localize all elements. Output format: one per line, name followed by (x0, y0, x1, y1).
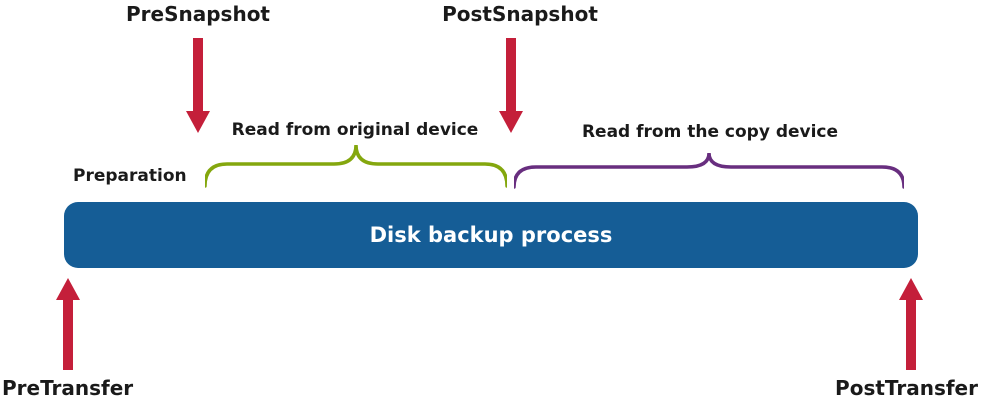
read-original-label: Read from original device (231, 120, 479, 140)
postsnapshot-down-arrow (499, 38, 523, 133)
pretransfer-label: PreTransfer (2, 376, 134, 400)
presnapshot-down-arrow (186, 38, 210, 133)
postsnapshot-label: PostSnapshot (442, 2, 598, 26)
preparation-label: Preparation (73, 166, 187, 186)
pretransfer-up-arrow (56, 278, 80, 370)
disk-backup-bar (64, 202, 918, 268)
read-copy-label: Read from the copy device (581, 122, 839, 142)
disk-backup-bar-label: Disk backup process (369, 223, 613, 247)
posttransfer-up-arrow (899, 278, 923, 370)
presnapshot-label: PreSnapshot (126, 2, 270, 26)
posttransfer-label: PostTransfer (835, 376, 978, 400)
original-device-brace (205, 144, 507, 188)
copy-device-brace (514, 152, 904, 189)
